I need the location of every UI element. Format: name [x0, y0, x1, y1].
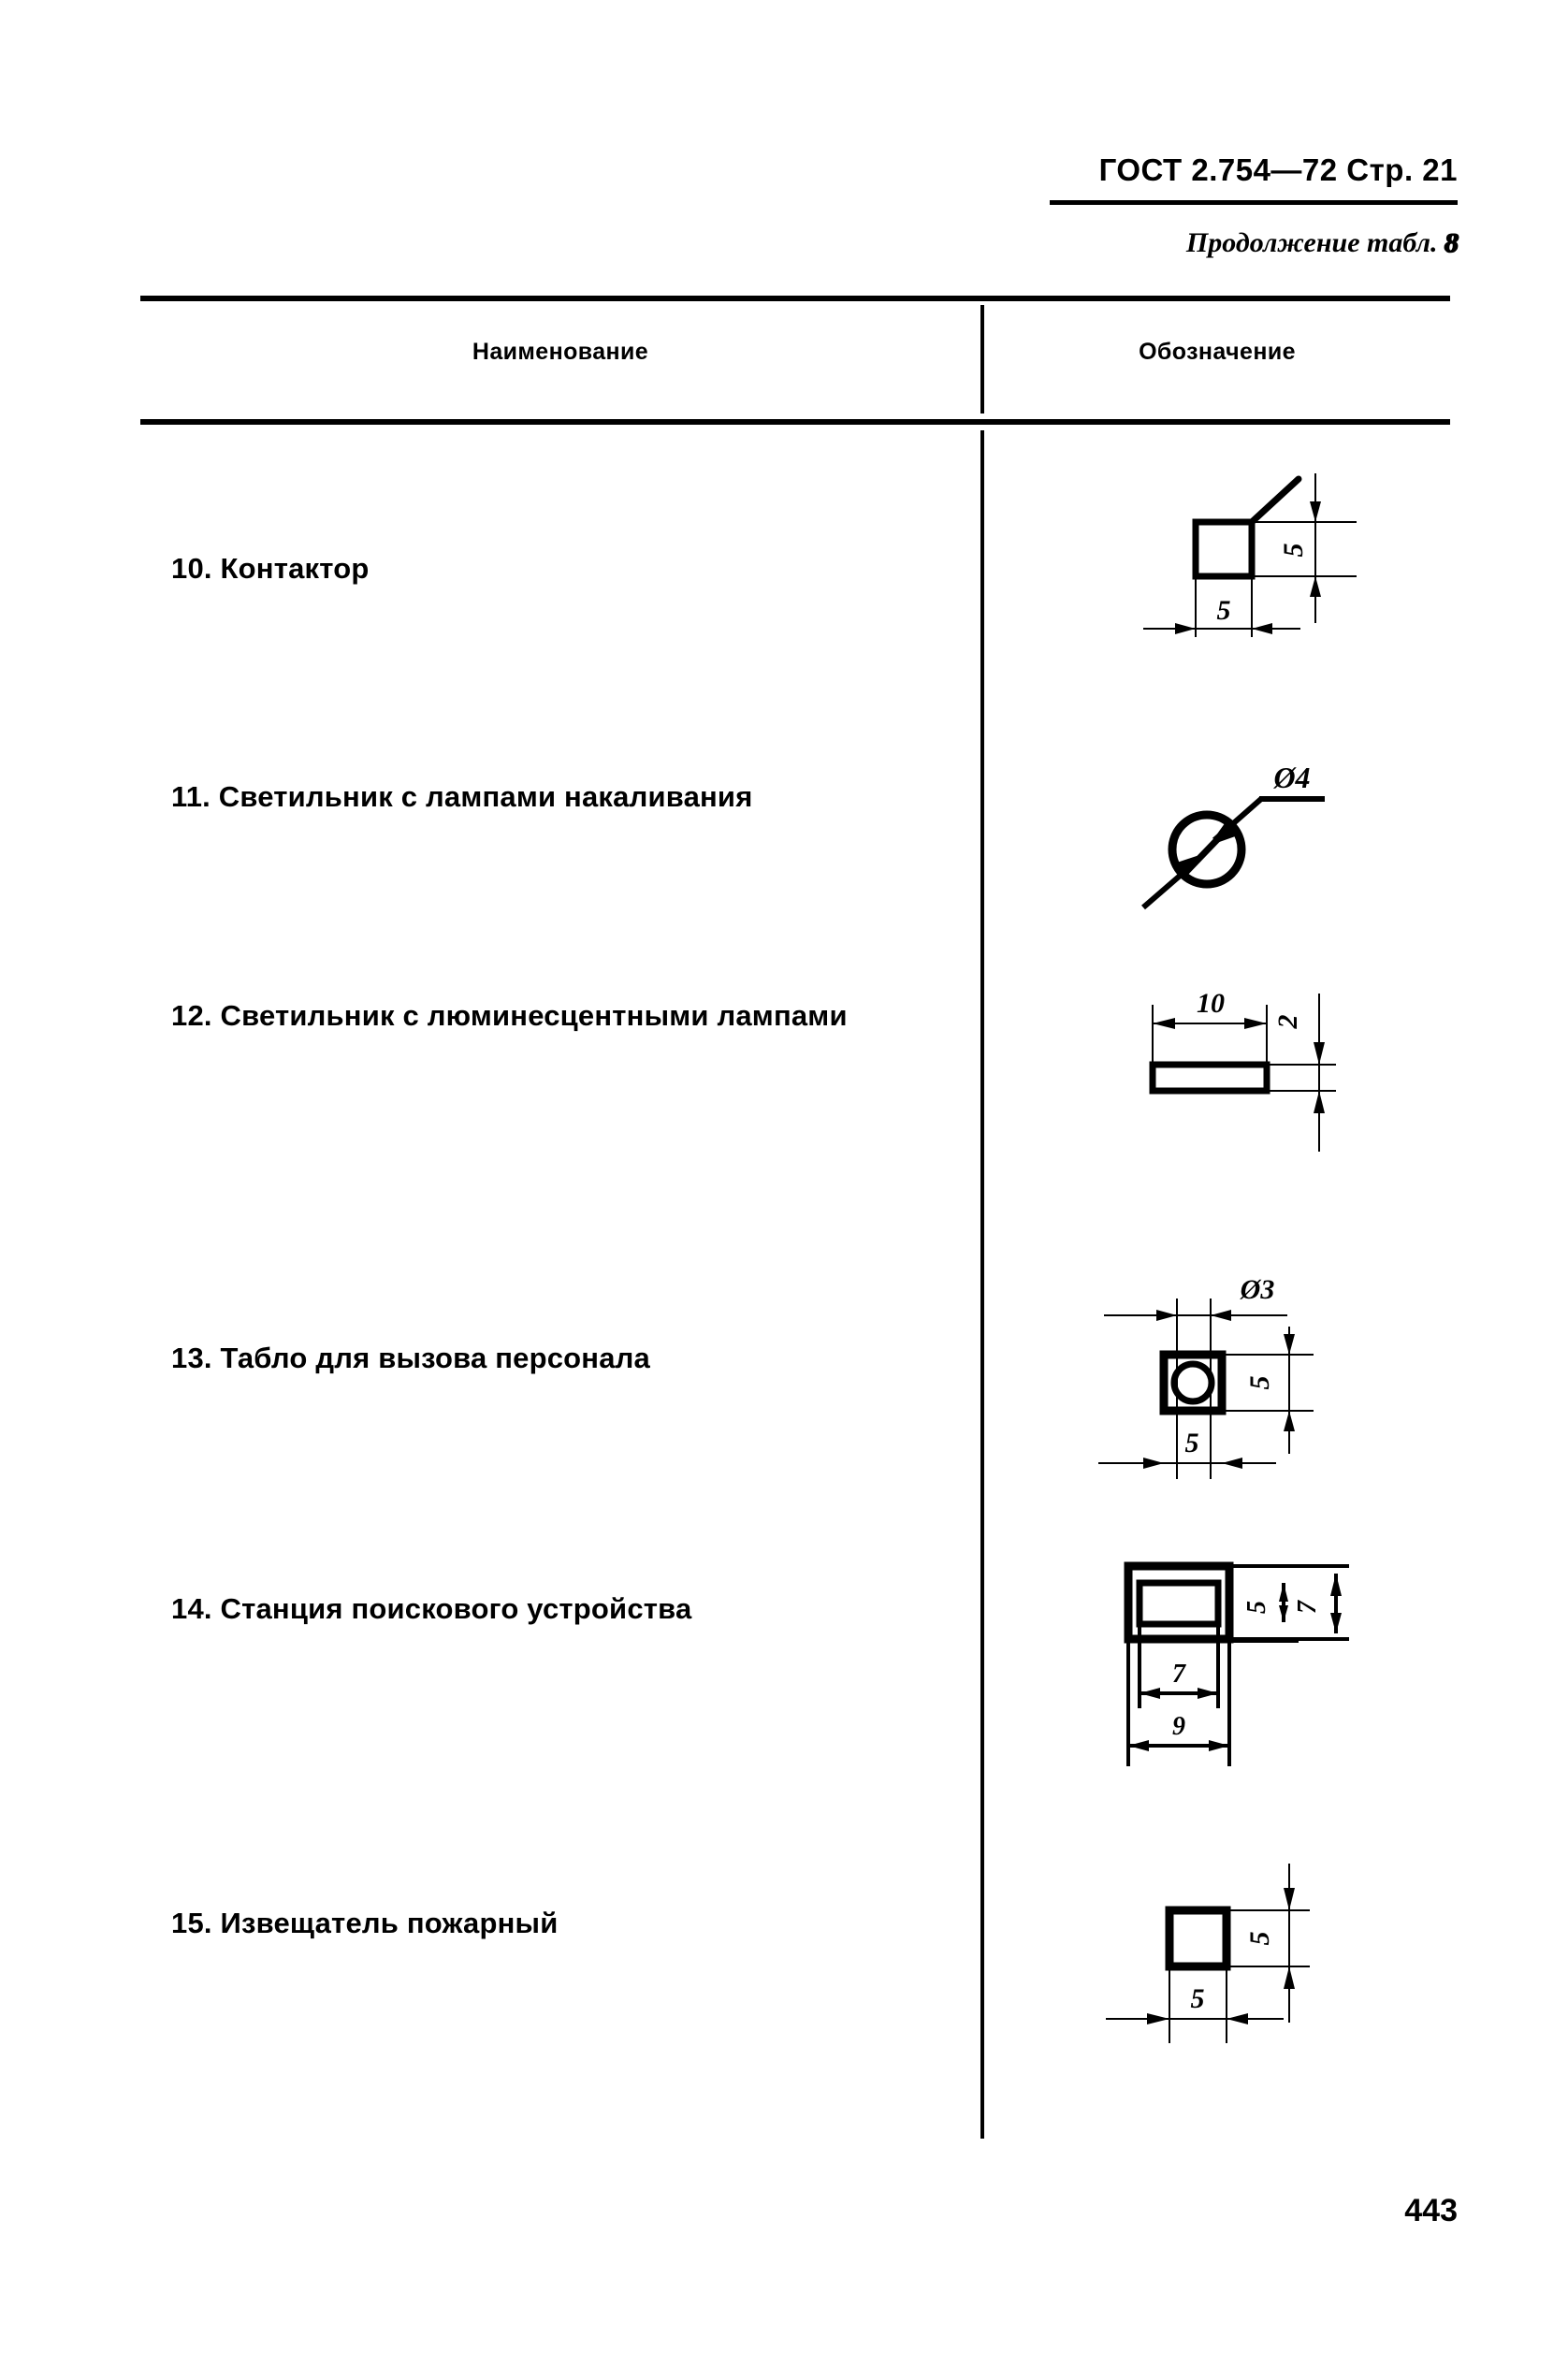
column-header-name: Наименование: [472, 339, 649, 365]
svg-text:7: 7: [1172, 1660, 1186, 1689]
header-rule: [1050, 200, 1458, 205]
fire-detector-symbol: 5 5: [1106, 1864, 1310, 2043]
page-number: 443: [1404, 2193, 1458, 2228]
svg-text:10: 10: [1197, 988, 1225, 1019]
table-column-divider-header: [980, 305, 984, 414]
svg-text:9: 9: [1172, 1712, 1185, 1741]
svg-text:5: 5: [1244, 1376, 1275, 1390]
svg-text:5: 5: [1242, 1601, 1271, 1614]
svg-text:5: 5: [1278, 544, 1309, 558]
figure-personnel-call-panel: Ø3 5 5: [1063, 1250, 1418, 1498]
contactor-symbol: 5 5: [1143, 473, 1357, 637]
svg-text:5: 5: [1185, 1428, 1199, 1458]
svg-text:2: 2: [1272, 1015, 1303, 1030]
row-label-14: 14. Станция поискового устройства: [171, 1592, 692, 1625]
table-top-rule: [140, 296, 1450, 301]
figure-fluorescent-luminaire: 10 2: [1110, 960, 1418, 1166]
column-header-designation: Обозначение: [1139, 339, 1296, 365]
figure-contactor: 5 5: [1085, 445, 1394, 651]
fluorescent-lamp-symbol: 10 2: [1149, 988, 1336, 1152]
row-label-13: 13. Табло для вызова персонала: [171, 1342, 650, 1374]
table-header-rule: [140, 419, 1450, 425]
svg-text:5: 5: [1244, 1932, 1275, 1946]
continuation-label: Продолжение табл.: [1185, 227, 1438, 258]
svg-text:7: 7: [1293, 1600, 1322, 1614]
continuation-table-number: 8: [1445, 227, 1459, 258]
svg-text:Ø3: Ø3: [1240, 1274, 1275, 1305]
call-panel-symbol: Ø3 5 5: [1098, 1274, 1314, 1479]
table-column-divider-body: [980, 430, 984, 2139]
incandescent-lamp-symbol: Ø4: [1141, 761, 1325, 910]
standard-header: ГОСТ 2.754—72 Стр. 21: [1098, 152, 1458, 187]
figure-search-station: 5 7 7 9: [1091, 1521, 1446, 1802]
row-label-10: 10. Контактор: [171, 552, 370, 585]
svg-text:5: 5: [1191, 1983, 1205, 2014]
row-label-15: 15. Извещатель пожарный: [171, 1907, 559, 1939]
row-label-11: 11. Светильник с лампами накаливания: [171, 780, 753, 813]
table-continuation-note: Продолжение табл. 8: [0, 227, 1459, 259]
svg-text:Ø4: Ø4: [1272, 761, 1310, 794]
figure-fire-detector: 5 5: [1082, 1839, 1418, 2068]
figure-incandescent-luminaire: Ø4: [1110, 754, 1400, 932]
row-label-12: 12. Светильник с люминесцентными лампами: [171, 999, 848, 1032]
search-station-symbol: 5 7 7 9: [1124, 1561, 1349, 1766]
svg-text:5: 5: [1217, 595, 1231, 626]
